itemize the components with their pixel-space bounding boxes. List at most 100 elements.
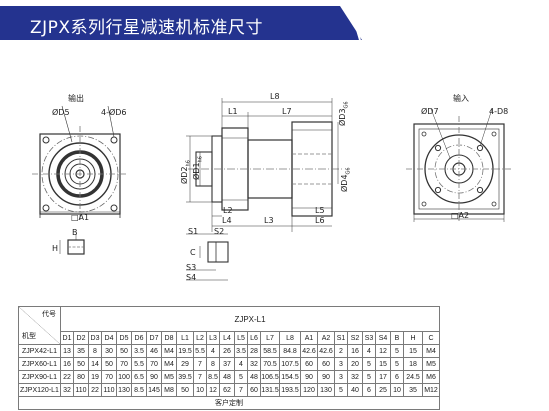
column-header: D1 bbox=[60, 331, 74, 345]
value-cell: 6.5 bbox=[131, 370, 147, 384]
value-cell: 8.5 bbox=[206, 370, 220, 384]
value-cell: 2 bbox=[334, 344, 348, 358]
table-footer-row: 客户定制 bbox=[18, 396, 440, 410]
value-cell: 48 bbox=[247, 370, 261, 384]
dim-s4: S4 bbox=[186, 273, 197, 282]
dim-a2: □A2 bbox=[451, 211, 470, 220]
dim-l7: L7 bbox=[282, 107, 292, 116]
page-title: ZJPX系列行星减速机标准尺寸 bbox=[30, 18, 264, 38]
value-cell: 107.5 bbox=[279, 357, 301, 371]
input-label: 输入 bbox=[453, 94, 469, 103]
value-cell: 15 bbox=[403, 344, 423, 358]
value-cell: 16 bbox=[347, 344, 363, 358]
value-cell: 22 bbox=[60, 370, 74, 384]
value-cell: 70 bbox=[101, 370, 117, 384]
value-cell: 14 bbox=[88, 357, 102, 371]
value-cell: 90 bbox=[300, 370, 318, 384]
value-cell: 106.5 bbox=[260, 370, 280, 384]
column-header: S1 bbox=[334, 331, 348, 345]
column-header: D3 bbox=[88, 331, 102, 345]
value-cell: 42.6 bbox=[300, 344, 318, 358]
dim-d7: ØD7 bbox=[421, 107, 439, 116]
dim-d8: 4-D8 bbox=[489, 107, 509, 116]
dim-d2-fit: h6 bbox=[185, 160, 192, 167]
value-cell: M5 bbox=[161, 370, 177, 384]
value-cell: 4 bbox=[234, 357, 248, 371]
key-detail bbox=[59, 234, 85, 255]
value-cell: 46 bbox=[146, 344, 162, 358]
value-cell: 12 bbox=[206, 383, 220, 397]
value-cell: M5 bbox=[422, 357, 440, 371]
value-cell: 13 bbox=[60, 344, 74, 358]
dim-d3: ØD3G6 bbox=[338, 101, 352, 126]
dim-l5: L5 bbox=[315, 206, 325, 215]
column-header: S3 bbox=[362, 331, 376, 345]
value-cell: 8 bbox=[88, 344, 102, 358]
value-cell: 80 bbox=[73, 370, 89, 384]
column-header: D2 bbox=[73, 331, 89, 345]
corner-code-label: 代号 bbox=[42, 311, 56, 318]
value-cell: 8 bbox=[206, 357, 220, 371]
column-header: C bbox=[422, 331, 440, 345]
value-cell: 3.5 bbox=[131, 344, 147, 358]
dim-d6: 4-ØD6 bbox=[101, 108, 127, 117]
value-cell: 6 bbox=[390, 370, 404, 384]
dim-l1: L1 bbox=[228, 107, 238, 116]
column-header: S2 bbox=[347, 331, 363, 345]
value-cell: 6 bbox=[362, 383, 376, 397]
value-cell: 30 bbox=[101, 344, 117, 358]
column-header: A2 bbox=[317, 331, 335, 345]
dim-d5: ØD5 bbox=[52, 108, 70, 117]
corner-cell: 代号机型 bbox=[18, 306, 61, 345]
dim-d2-text: ØD2 bbox=[180, 166, 189, 184]
column-header: L7 bbox=[260, 331, 280, 345]
value-cell: 7 bbox=[193, 370, 207, 384]
corner-model-label: 机型 bbox=[22, 333, 36, 340]
value-cell: 154.5 bbox=[279, 370, 301, 384]
value-cell: 35 bbox=[403, 383, 423, 397]
column-header: L3 bbox=[206, 331, 220, 345]
dim-d1-fit: h6 bbox=[197, 156, 204, 163]
value-cell: 90 bbox=[146, 370, 162, 384]
model-cell: ZJPX120-L1 bbox=[18, 383, 61, 397]
value-cell: 3 bbox=[334, 357, 348, 371]
column-header: D6 bbox=[131, 331, 147, 345]
drawing-lines bbox=[32, 98, 512, 281]
dim-d1: ØD1h6 bbox=[192, 156, 206, 180]
value-cell: M4 bbox=[161, 357, 177, 371]
value-cell: 5 bbox=[362, 370, 376, 384]
output-flange-view bbox=[32, 105, 128, 222]
column-header: L5 bbox=[234, 331, 248, 345]
value-cell: 20 bbox=[347, 357, 363, 371]
column-header: A1 bbox=[300, 331, 318, 345]
value-cell: 50 bbox=[73, 357, 89, 371]
value-cell: 40 bbox=[347, 383, 363, 397]
value-cell: 60 bbox=[247, 383, 261, 397]
dim-s2: S2 bbox=[214, 227, 225, 236]
dim-l4: L4 bbox=[222, 216, 232, 225]
value-cell: M6 bbox=[422, 370, 440, 384]
value-cell: 10 bbox=[193, 383, 207, 397]
value-cell: 5.5 bbox=[193, 344, 207, 358]
column-header: H bbox=[403, 331, 423, 345]
dim-l6: L6 bbox=[315, 216, 325, 225]
banner-shape bbox=[0, 6, 362, 40]
dim-h: H bbox=[52, 244, 59, 253]
value-cell: 110 bbox=[73, 383, 89, 397]
value-cell: M8 bbox=[161, 383, 177, 397]
column-header: D5 bbox=[116, 331, 132, 345]
value-cell: 131.5 bbox=[260, 383, 280, 397]
value-cell: 120 bbox=[300, 383, 318, 397]
column-header: D4 bbox=[101, 331, 117, 345]
model-cell: ZJPX42-L1 bbox=[18, 344, 61, 358]
value-cell: 5.5 bbox=[131, 357, 147, 371]
value-cell: 50 bbox=[116, 344, 132, 358]
value-cell: 4 bbox=[362, 344, 376, 358]
value-cell: 37 bbox=[219, 357, 235, 371]
column-header: L2 bbox=[193, 331, 207, 345]
column-header: D7 bbox=[146, 331, 162, 345]
value-cell: 35 bbox=[73, 344, 89, 358]
value-cell: 5 bbox=[234, 370, 248, 384]
